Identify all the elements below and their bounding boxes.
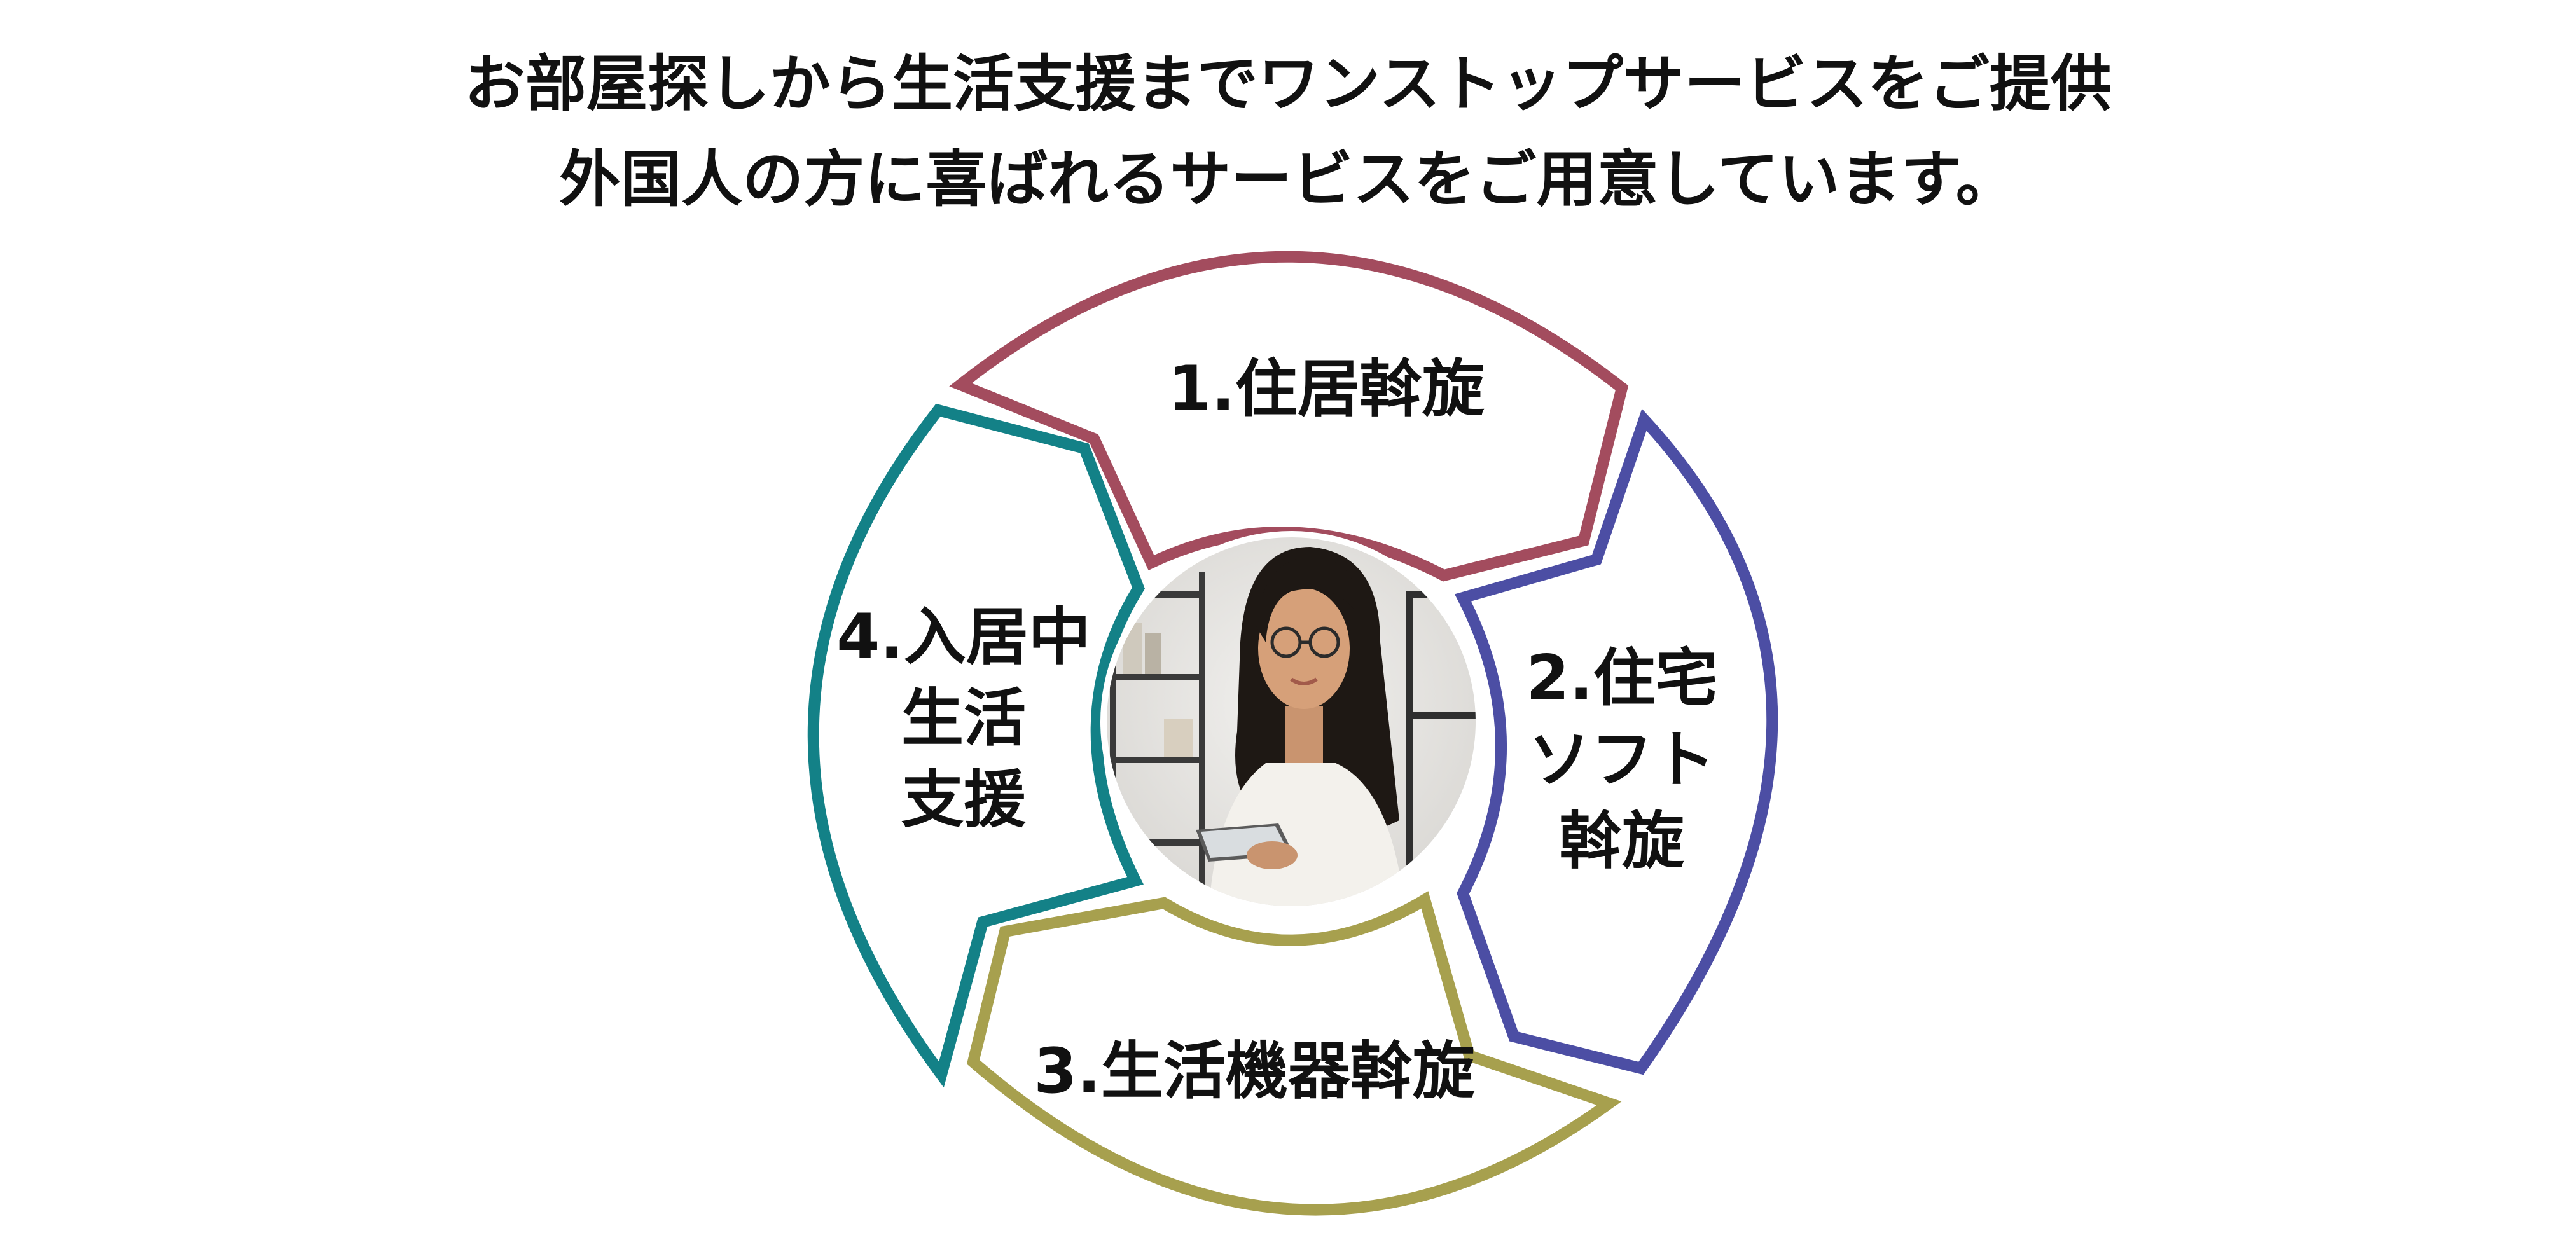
- segment-support-label-line: 生活: [901, 682, 1026, 755]
- headline-line-2: 外国人の方に喜ばれるサービスをご用意しています。: [559, 144, 2017, 215]
- segment-support-arrow: [807, 403, 1146, 1088]
- segment-housing-arrow: [949, 251, 1629, 582]
- segment-support-label-line: 4.入居中: [836, 601, 1090, 673]
- segment-furniture-label-line: 斡旋: [1560, 805, 1684, 878]
- segment-appliance-label: 3.生活機器斡旋: [1034, 1035, 1474, 1108]
- segment-furniture-label-line: 2.住宅: [1526, 642, 1717, 715]
- headline-line-1: お部屋探しから生活支援までワンストップサービスをご提供: [464, 48, 2112, 120]
- segment-appliance-label-line: 3.生活機器斡旋: [1034, 1035, 1474, 1108]
- segment-appliance-arrow: [966, 891, 1622, 1216]
- segment-support-label: 4.入居中生活支援: [836, 601, 1090, 836]
- segment-support-label-line: 支援: [901, 764, 1027, 836]
- segment-housing-label: 1.住居斡旋: [1168, 353, 1484, 425]
- segment-furniture-arrow: [1455, 408, 1778, 1075]
- segment-housing-label-line: 1.住居斡旋: [1168, 353, 1484, 425]
- businesswoman-with-tablet-photo-icon: [1100, 531, 1482, 913]
- segment-furniture-label-line: ソフト: [1528, 724, 1715, 796]
- segment-furniture-label: 2.住宅ソフト斡旋: [1526, 642, 1717, 878]
